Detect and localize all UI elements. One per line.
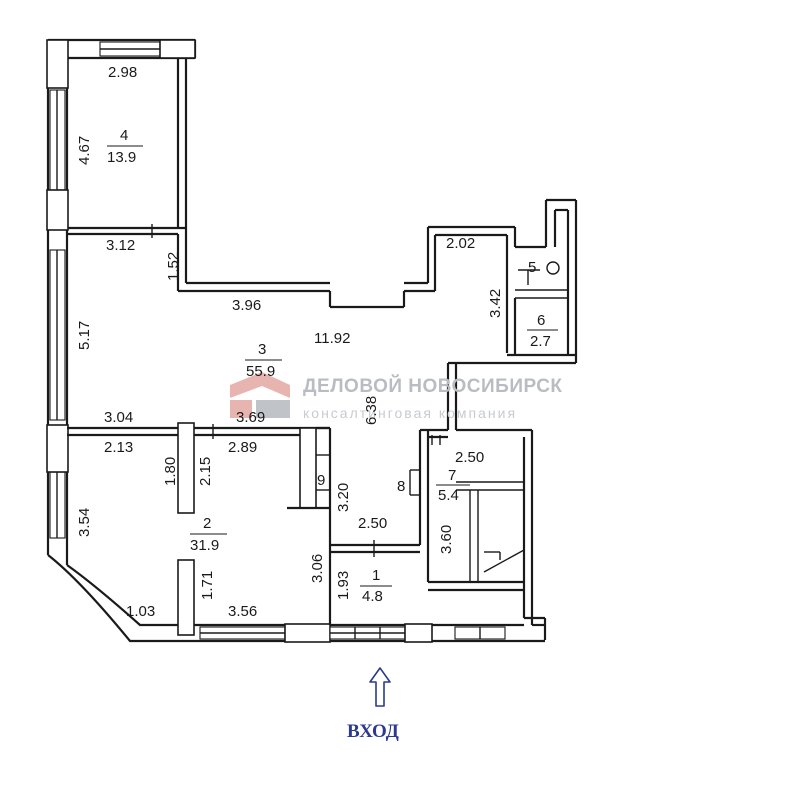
- room-labels: 4 13.9 3 55.9 11.92 2 31.9 1 4.8 5 6 2.7…: [107, 127, 558, 605]
- room-6-number: 6: [537, 312, 545, 329]
- watermark-title: ДЕЛОВОЙ НОВОСИБИРСК: [303, 375, 563, 397]
- bottom-windows: [199, 623, 506, 643]
- dim-3-06: 3.06: [309, 554, 326, 583]
- watermark-logo: [230, 372, 290, 418]
- dim-1-52: 1.52: [165, 252, 182, 281]
- dim-3-04: 3.04: [104, 409, 133, 426]
- left-windows: [46, 39, 69, 539]
- dim-3-96: 3.96: [232, 297, 261, 314]
- room-8-number: 8: [397, 478, 405, 495]
- outer-walls: [46, 38, 578, 643]
- dim-2-50-b: 2.50: [455, 449, 484, 466]
- dim-3-12: 3.12: [106, 237, 135, 254]
- dim-5-17: 5.17: [76, 321, 93, 350]
- dim-2-98: 2.98: [108, 64, 137, 81]
- dim-3-69: 3.69: [236, 409, 265, 426]
- dim-2-89: 2.89: [228, 439, 257, 456]
- dim-2-50-a: 2.50: [358, 515, 387, 532]
- room-4-area: 13.9: [107, 149, 136, 166]
- extra-area: 11.92: [314, 330, 350, 347]
- dim-1-93: 1.93: [335, 571, 352, 600]
- room-5-number: 5: [528, 259, 536, 276]
- top-window: [99, 39, 196, 59]
- room-9-number: 9: [317, 472, 325, 489]
- room-1-number: 1: [372, 567, 380, 584]
- dim-3-60: 3.60: [438, 525, 455, 554]
- dim-2-02: 2.02: [446, 235, 475, 252]
- dim-3-56: 3.56: [228, 603, 257, 620]
- dim-1-71: 1.71: [199, 571, 216, 600]
- room-7-number: 7: [448, 467, 456, 484]
- dim-4-67: 4.67: [76, 136, 93, 165]
- up-arrow-icon: [369, 667, 391, 707]
- dim-2-13: 2.13: [104, 439, 133, 456]
- dim-1-80: 1.80: [162, 457, 179, 486]
- watermark-subtitle: консалтинговая компания: [303, 405, 517, 421]
- dim-3-42: 3.42: [487, 289, 504, 318]
- dimension-labels: 2.98 4.67 3.12 1.52 3.96 2.02 3.42 5.17 …: [76, 64, 504, 620]
- room-3-number: 3: [258, 341, 266, 358]
- room-7-area: 5.4: [438, 487, 459, 504]
- room-2-number: 2: [203, 515, 211, 532]
- dim-3-20: 3.20: [335, 483, 352, 512]
- room-3-area: 55.9: [246, 363, 275, 380]
- dim-6-38: 6.38: [363, 396, 380, 425]
- room-2-area: 31.9: [190, 537, 219, 554]
- room-4-number: 4: [120, 127, 128, 144]
- room-6-area: 2.7: [530, 333, 551, 350]
- interior-walls: [67, 224, 560, 636]
- entrance-label: ВХОД: [347, 721, 399, 742]
- room-1-area: 4.8: [362, 588, 383, 605]
- dim-2-15: 2.15: [197, 457, 214, 486]
- dim-3-54: 3.54: [76, 508, 93, 537]
- dim-1-03: 1.03: [126, 603, 155, 620]
